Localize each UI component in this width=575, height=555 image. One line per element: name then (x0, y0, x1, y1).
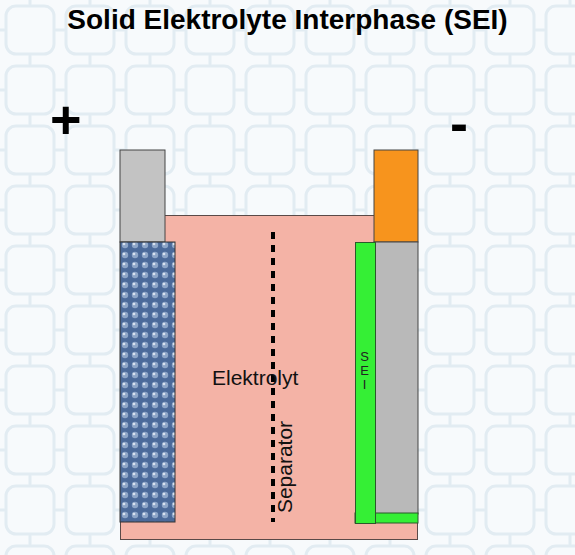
diagram-title: Solid Elektrolyte Interphase (SEI) (0, 4, 575, 36)
separator-label: Separator (273, 421, 297, 513)
electrolyte-region: Elektrolyt SEI (120, 215, 418, 540)
sei-label: SEI (360, 350, 369, 392)
positive-sign: + (50, 92, 82, 146)
sei-layer: SEI (355, 242, 376, 524)
electrolyte-label: Elektrolyt (212, 366, 298, 390)
negative-sign: - (450, 96, 468, 150)
